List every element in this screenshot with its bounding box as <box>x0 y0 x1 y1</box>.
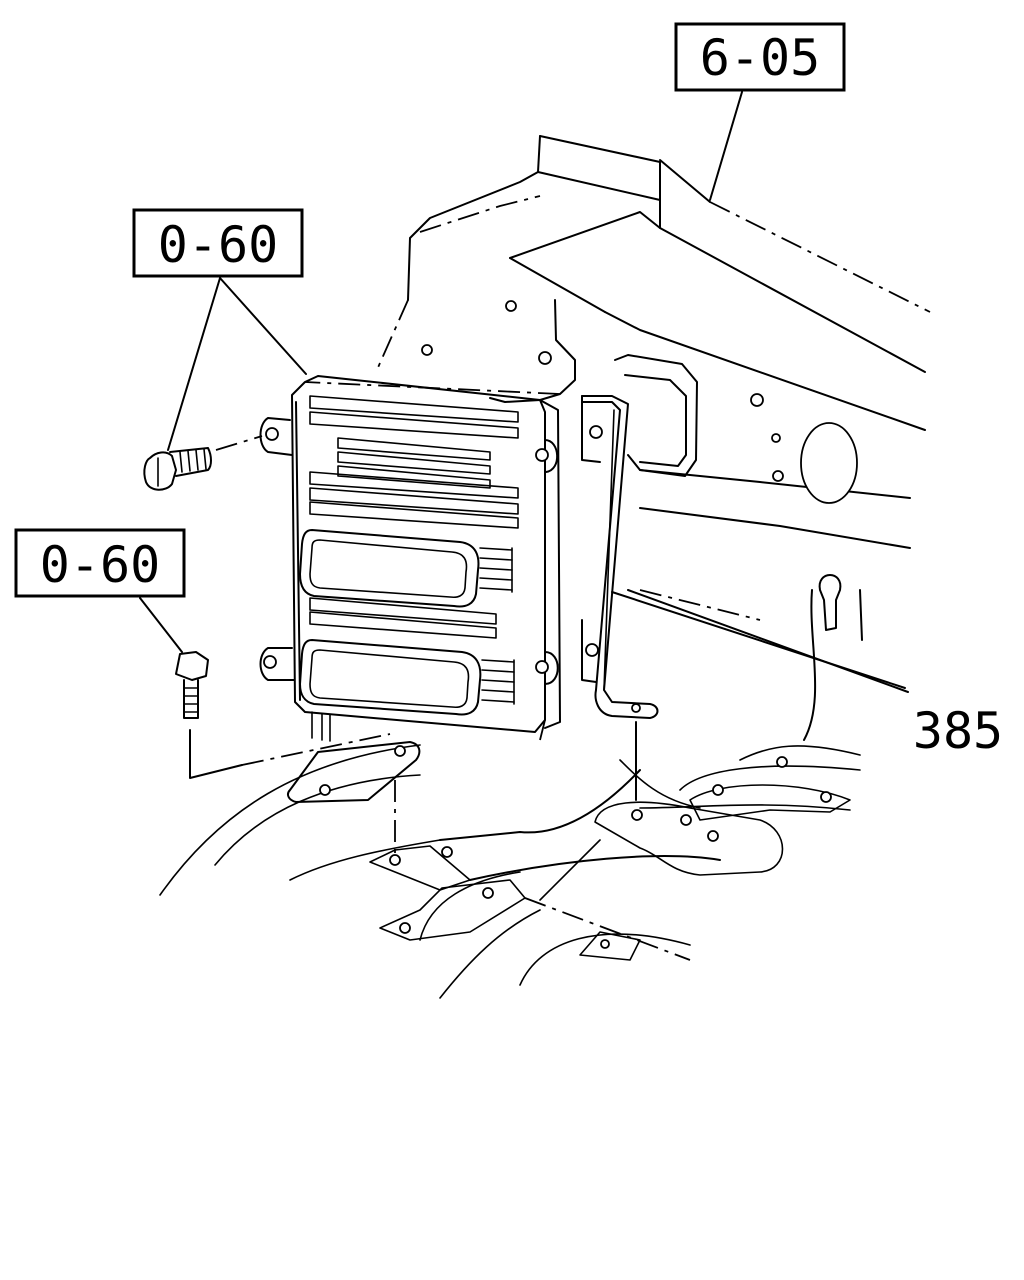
callout-label-0-60-lower: 0-60 <box>40 536 160 594</box>
connector-lower <box>299 639 515 716</box>
bolt-lower <box>175 651 209 719</box>
part-number-385: 385 <box>913 702 1003 760</box>
lower-plate <box>287 741 421 803</box>
ecm-module <box>259 375 561 742</box>
floor-pan <box>159 744 861 999</box>
bolt-upper <box>143 447 212 491</box>
mounting-bracket <box>581 395 659 719</box>
callout-label-0-60-upper: 0-60 <box>158 216 278 274</box>
callout-ref-0-60-upper: 0-60 <box>132 208 304 278</box>
leader-lines <box>139 91 909 858</box>
callout-label-6-05: 6-05 <box>700 29 820 87</box>
connector-upper <box>299 529 513 608</box>
body-panel <box>375 135 931 741</box>
callout-ref-0-60-lower: 0-60 <box>14 528 186 598</box>
callout-ref-6-05: 6-05 <box>674 22 846 92</box>
cooling-fins <box>309 395 519 639</box>
